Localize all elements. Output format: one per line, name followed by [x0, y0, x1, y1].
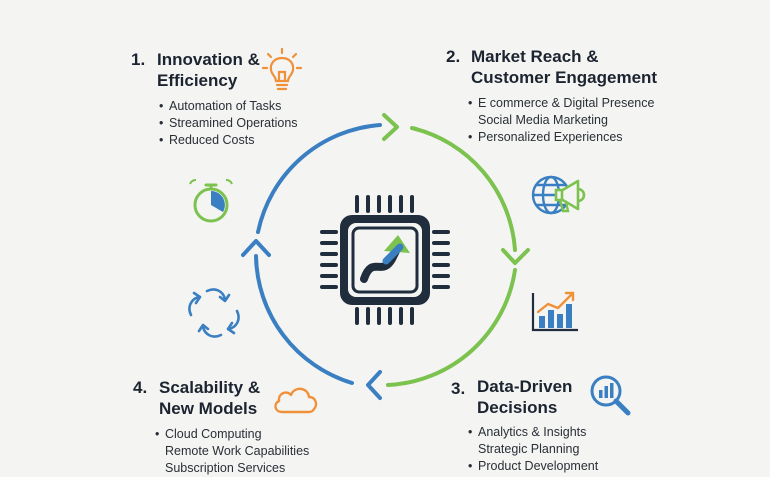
globe-megaphone-icon [531, 175, 586, 215]
list-item: Remote Work Capabilities [165, 444, 310, 458]
growth-chart-icon [531, 291, 578, 332]
section-4-title-line-1: Scalability & [159, 378, 261, 397]
section-4-title-line-2: New Models [159, 399, 258, 418]
list-item: •Streamined Operations [159, 116, 298, 130]
ring-arc-right-lower [386, 268, 517, 387]
section-1-title-line-2: Efficiency [157, 71, 238, 90]
section-2-title: Market Reach & Customer Engagement [471, 46, 657, 88]
section-2-title-line-1: Market Reach & [471, 47, 599, 66]
magnifier-chart-icon [590, 375, 631, 416]
cloud-icon [274, 387, 318, 414]
stopwatch-icon [189, 179, 233, 223]
section-4-list: •Cloud Computing Remote Work Capabilitie… [155, 426, 309, 477]
section-2-list: •E commerce & Digital Presence Social Me… [468, 95, 654, 146]
section-3-title: Data-Driven Decisions [477, 376, 572, 418]
section-3-list: •Analytics & Insights Strategic Planning… [468, 424, 598, 475]
chevron-up-icon [241, 239, 271, 257]
list-item: •Automation of Tasks [159, 99, 282, 113]
chevron-left-icon [366, 370, 382, 400]
list-item: Strategic Planning [478, 442, 580, 456]
list-item: •Analytics & Insights [468, 425, 587, 439]
list-item: •E commerce & Digital Presence [468, 96, 655, 110]
section-1-number: 1. [131, 50, 146, 69]
section-3-number: 3. [451, 379, 466, 398]
section-4-title: Scalability & New Models [159, 377, 260, 419]
section-4-number: 4. [133, 378, 148, 397]
list-item: Social Media Marketing [478, 113, 608, 127]
section-1-list: •Automation of Tasks •Streamined Operati… [159, 98, 298, 149]
processor-chip-icon [320, 195, 450, 325]
list-item: •Personalized Experiences [468, 130, 623, 144]
ring-arc-right [410, 126, 517, 252]
section-1-title-line-1: Innovation & [157, 50, 260, 69]
section-1-title: Innovation & Efficiency [157, 49, 260, 91]
section-3-title-line-2: Decisions [477, 398, 558, 417]
list-item: •Reduced Costs [159, 133, 255, 147]
section-2-title-line-2: Customer Engagement [471, 68, 658, 87]
list-item: •Product Development [468, 459, 599, 473]
chevron-right-icon [382, 113, 399, 141]
list-item: •Cloud Computing [155, 427, 262, 441]
ring-arc-left-lower [254, 254, 354, 385]
cycle-arrows-icon [188, 288, 240, 338]
list-item: Subscription Services [165, 461, 286, 475]
lightbulb-icon [261, 47, 303, 91]
ring-arc-left [256, 123, 382, 234]
section-3-title-line-1: Data-Driven [477, 377, 573, 396]
chevron-down-icon [501, 248, 530, 265]
section-2-number: 2. [446, 47, 461, 66]
